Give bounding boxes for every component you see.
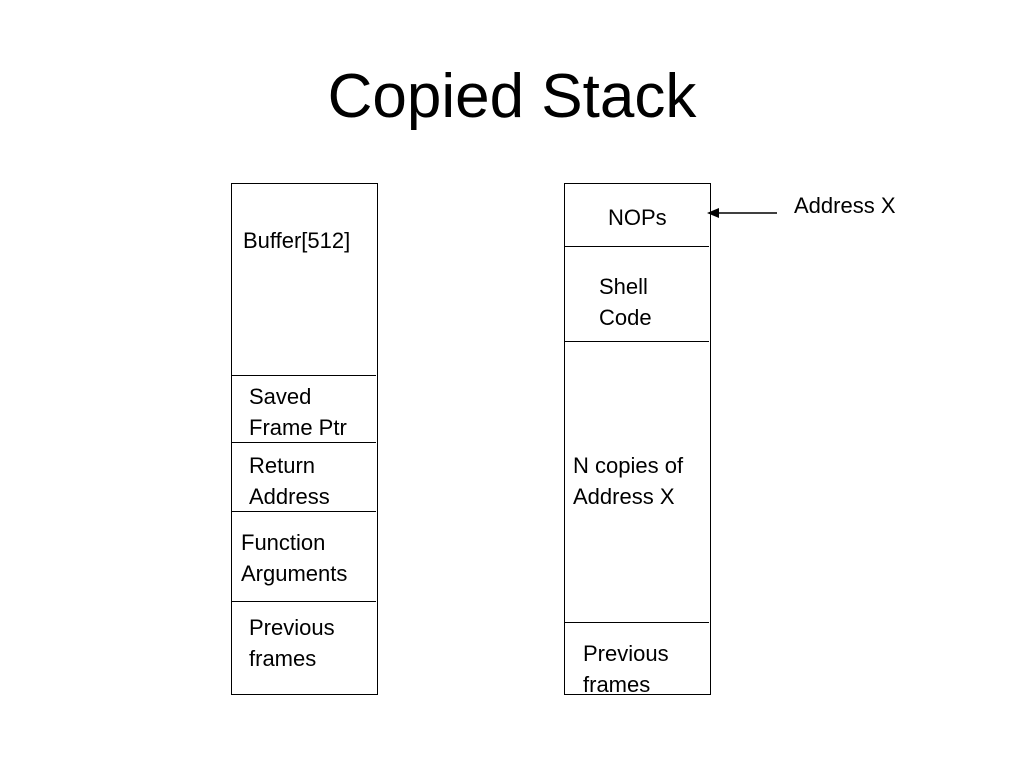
original-stack-divider-buffer [231, 375, 376, 376]
n-copies-line-1: N copies of [573, 453, 684, 478]
copied-stack-divider-copies [564, 622, 709, 623]
shell-code-line-2: Code [599, 305, 652, 330]
copied-previous-frames-label: Previous frames [583, 638, 669, 700]
original-previous-frames-label: Previous frames [249, 612, 335, 674]
copied-previous-frames-line-2: frames [583, 672, 651, 697]
function-arguments-line-2: Arguments [241, 561, 348, 586]
copied-stack-divider-nops [564, 246, 709, 247]
original-previous-frames-line-1: Previous [249, 615, 335, 640]
shell-code-label: Shell Code [599, 271, 652, 333]
buffer-label: Buffer[512] [243, 228, 351, 253]
saved-frame-ptr-label: Saved Frame Ptr [249, 381, 347, 443]
address-x-arrow-head [707, 208, 719, 218]
original-previous-frames-line-2: frames [249, 646, 317, 671]
shell-code-line-1: Shell [599, 274, 648, 299]
copied-stack [564, 183, 711, 695]
copied-stack-divider-shellcode [564, 341, 709, 342]
original-stack-divider-args [231, 601, 376, 602]
original-stack-divider-saved-frame [231, 442, 376, 443]
original-stack-divider-return [231, 511, 376, 512]
return-address-line-1: Return [249, 453, 316, 478]
n-copies-line-2: Address X [573, 484, 675, 509]
nops-label: NOPs [608, 205, 667, 230]
address-x-label: Address X [794, 193, 896, 218]
original-stack [231, 183, 378, 695]
saved-frame-ptr-line-1: Saved [249, 384, 312, 409]
n-copies-label: N copies of Address X [573, 450, 683, 512]
return-address-line-2: Address [249, 484, 330, 509]
saved-frame-ptr-line-2: Frame Ptr [249, 415, 347, 440]
return-address-label: Return Address [249, 450, 330, 512]
function-arguments-label: Function Arguments [241, 527, 347, 589]
copied-previous-frames-line-1: Previous [583, 641, 669, 666]
function-arguments-line-1: Function [241, 530, 326, 555]
slide-title: Copied Stack [327, 62, 697, 131]
